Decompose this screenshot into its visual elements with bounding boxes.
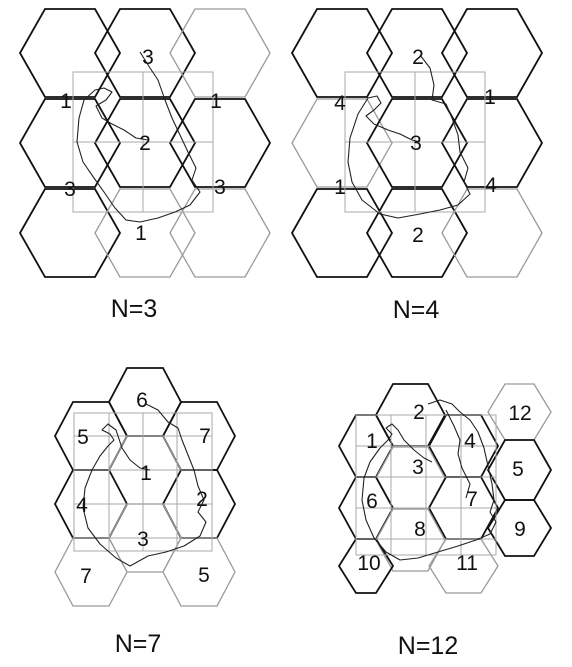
cell-label: 1 (334, 176, 346, 199)
cell-label: 1 (60, 90, 72, 113)
cell-label: 7 (80, 565, 92, 588)
cell-label: 3 (64, 178, 76, 201)
hex-cell (290, 8, 394, 98)
panel-caption: N=3 (111, 295, 158, 323)
cell-label: 8 (414, 518, 426, 541)
cell-label: 2 (412, 46, 424, 69)
cell-label: 1 (140, 462, 152, 485)
hex-cell (18, 98, 122, 188)
hex-cells (290, 8, 544, 278)
cell-label: 5 (77, 426, 89, 449)
cell-labels: 2 12 1 4 3 5 6 7 8 9 10 11 (357, 401, 531, 575)
cell-label: 4 (334, 92, 346, 115)
cell-label: 1 (210, 90, 222, 113)
cell-label: 1 (135, 222, 147, 245)
cell-label: 2 (412, 224, 424, 247)
trajectory-path (76, 51, 201, 223)
hex-cell (486, 499, 553, 557)
cell-label: 10 (357, 552, 380, 575)
cell-label: 3 (142, 46, 154, 69)
hex-cell (169, 8, 271, 98)
trajectory-path (445, 409, 471, 499)
panel-n12: 2 12 1 4 3 5 6 7 8 9 10 11 N=12 (337, 383, 553, 660)
hex-cell (440, 98, 544, 188)
panel-n3: 3 1 1 2 3 3 1 N=3 (18, 8, 272, 323)
cell-label: 7 (466, 488, 478, 511)
cell-label: 7 (199, 425, 211, 448)
hex-cell (365, 98, 469, 188)
grid-overlay (72, 71, 214, 213)
hex-cells (18, 8, 272, 278)
cell-label: 12 (508, 402, 531, 425)
cell-label: 4 (485, 174, 497, 197)
hex-cell (441, 188, 543, 278)
cell-label: 3 (137, 528, 149, 551)
trajectory-path (347, 54, 471, 219)
cell-labels: 3 1 1 2 3 3 1 (60, 46, 226, 245)
cell-label: 6 (136, 389, 148, 412)
hex-cell (18, 8, 122, 98)
hex-cell (18, 188, 122, 278)
grid-overlay (355, 414, 497, 556)
cell-label: 2 (413, 401, 425, 424)
cell-label: 5 (512, 458, 524, 481)
panel-n4: 2 4 1 3 1 4 2 N=4 (290, 8, 544, 324)
cell-label: 5 (198, 564, 210, 587)
cell-label: 6 (366, 490, 378, 513)
hex-cell (168, 98, 272, 188)
cell-label: 11 (456, 552, 478, 575)
grid-overlay (73, 412, 213, 552)
grid-overlay (344, 71, 486, 213)
hex-cell (93, 98, 197, 188)
hex-cell (162, 537, 236, 607)
cell-label: 3 (410, 132, 422, 155)
panel-caption: N=12 (398, 632, 458, 660)
cell-label: 4 (464, 430, 476, 453)
cell-label: 1 (366, 430, 378, 453)
cell-label: 1 (484, 86, 496, 109)
panel-caption: N=7 (115, 630, 162, 658)
cell-labels: 6 5 7 1 4 2 3 7 5 (76, 389, 211, 588)
cell-label: 3 (214, 176, 226, 199)
hex-cell (93, 8, 197, 98)
cell-label: 9 (514, 518, 526, 541)
cell-label: 2 (196, 488, 208, 511)
cell-labels: 2 4 1 3 1 4 2 (334, 46, 497, 247)
hex-cell (169, 188, 271, 278)
hex-cell (440, 8, 544, 98)
cell-label: 4 (76, 494, 88, 517)
cell-label: 2 (139, 132, 151, 155)
hex-cell (290, 188, 394, 278)
trajectory-path (82, 403, 207, 567)
hex-cell (365, 188, 469, 278)
panel-n7: 6 5 7 1 4 2 3 7 5 N=7 (53, 367, 237, 658)
hex-cell (94, 188, 196, 278)
panel-caption: N=4 (393, 296, 440, 324)
cell-label: 3 (412, 456, 424, 479)
trajectory-path (361, 399, 497, 561)
hex-cell (365, 8, 469, 98)
